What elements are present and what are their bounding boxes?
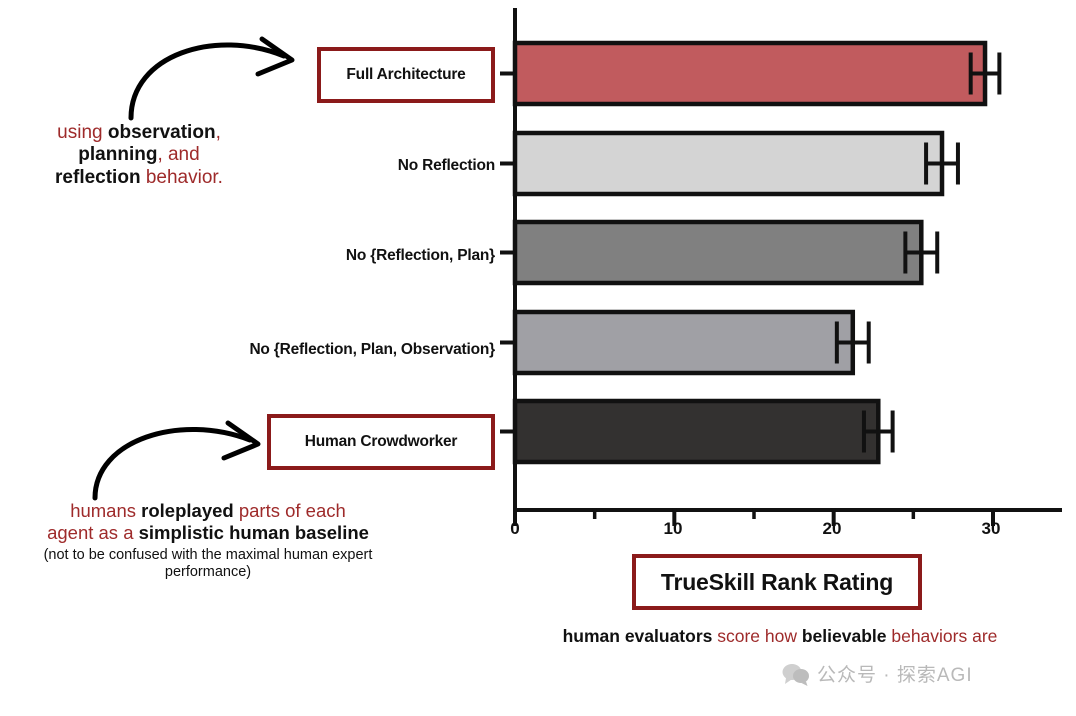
bar	[512, 40, 988, 107]
annot-top-line3-a: reflection	[55, 166, 141, 188]
error-bar	[924, 142, 960, 185]
caption-segment-4: behaviors are	[886, 626, 998, 646]
category-label-full-architecture: Full Architecture	[317, 47, 495, 103]
category-label-text: No Reflection	[397, 157, 495, 174]
category-label-text: No {Reflection, Plan, Observation}	[249, 341, 495, 358]
watermark: 公众号 · 探索AGI	[782, 660, 973, 687]
annot-top-line3-b: behavior.	[140, 166, 223, 188]
tick-text: 30	[981, 519, 1001, 538]
axis-caption: human evaluators score how believable be…	[540, 626, 1020, 648]
annot-top-line1-c: ,	[215, 122, 221, 143]
bar	[512, 130, 945, 197]
annotation-arrow-bottom	[92, 420, 261, 501]
caption-segment-2: score how	[717, 626, 802, 646]
annot-bottom-line1-c: parts of each	[233, 500, 346, 521]
category-label-no-reflection: No Reflection	[295, 158, 495, 174]
x-tick-label-30: 30	[971, 519, 1011, 539]
caption-segment-1: human evaluators	[562, 626, 718, 646]
watermark-text: 公众号 · 探索AGI	[817, 665, 973, 686]
tick-text: 10	[663, 519, 683, 538]
error-bars-group	[834, 52, 1002, 453]
annotation-bottom: humans roleplayed parts of each agent as…	[8, 500, 408, 582]
error-bar	[861, 410, 895, 453]
annot-bottom-line1-b: roleplayed	[141, 500, 234, 521]
category-label-text: No {Reflection, Plan}	[345, 247, 495, 264]
annot-bottom-line2-a: agent as a	[47, 521, 139, 543]
error-bar	[834, 321, 871, 364]
caption-segment-3: believable	[801, 626, 887, 646]
category-label-text: Human Crowdworker	[304, 433, 458, 451]
tick-text: 0	[510, 519, 520, 538]
category-label-no-reflection-plan-observation: No {Reflection, Plan, Observation}	[135, 342, 495, 358]
x-tick-label-20: 20	[812, 519, 852, 539]
annot-bottom-paren: (not to be confused with the maximal hum…	[43, 546, 373, 581]
annot-bottom-line1-a: humans	[70, 500, 142, 521]
annotation-top: using observation, planning, and reflect…	[14, 122, 264, 189]
annot-top-line2-a: planning	[78, 144, 158, 166]
error-bar	[903, 231, 940, 274]
annot-bottom-line2-b: simplistic human baseline	[138, 521, 369, 543]
category-label-text: Full Architecture	[346, 66, 466, 84]
annot-top-line1-b: observation	[107, 122, 216, 143]
annot-top-line2-b: , and	[157, 144, 200, 166]
chat-bubble-icon	[782, 663, 809, 686]
axis-title: TrueSkill Rank Rating	[632, 554, 922, 610]
x-tick-label-10: 10	[653, 519, 693, 539]
tick-text: 20	[822, 519, 842, 538]
axis-ticks	[500, 71, 995, 526]
category-label-human-crowdworker: Human Crowdworker	[267, 414, 495, 470]
x-tick-label-0: 0	[495, 519, 535, 539]
bar	[512, 309, 856, 376]
bar	[512, 398, 881, 465]
annot-top-line1-a: using	[57, 122, 108, 143]
error-bar	[968, 52, 1002, 95]
axis-title-text: TrueSkill Rank Rating	[660, 568, 894, 595]
bar	[512, 219, 924, 286]
annotation-arrow-top	[128, 36, 295, 121]
category-label-no-reflection-plan: No {Reflection, Plan}	[225, 248, 495, 264]
